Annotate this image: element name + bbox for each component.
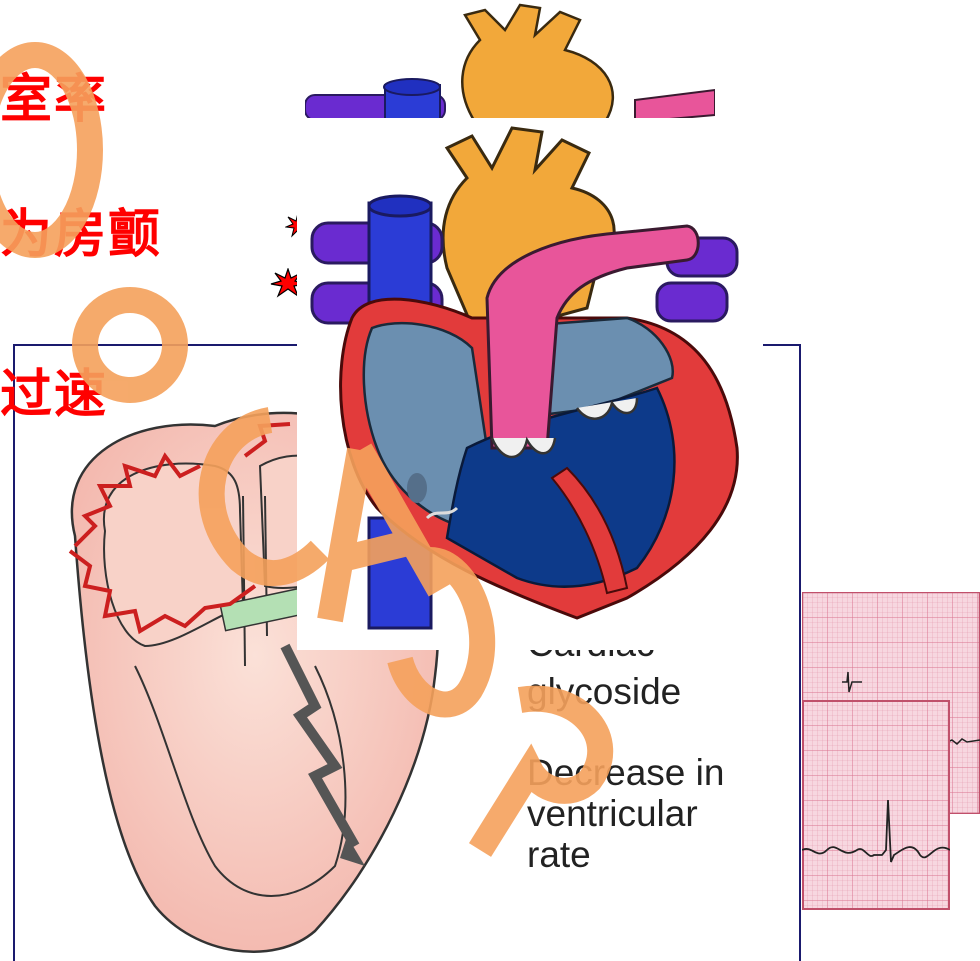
watermark-overlay bbox=[0, 0, 980, 961]
